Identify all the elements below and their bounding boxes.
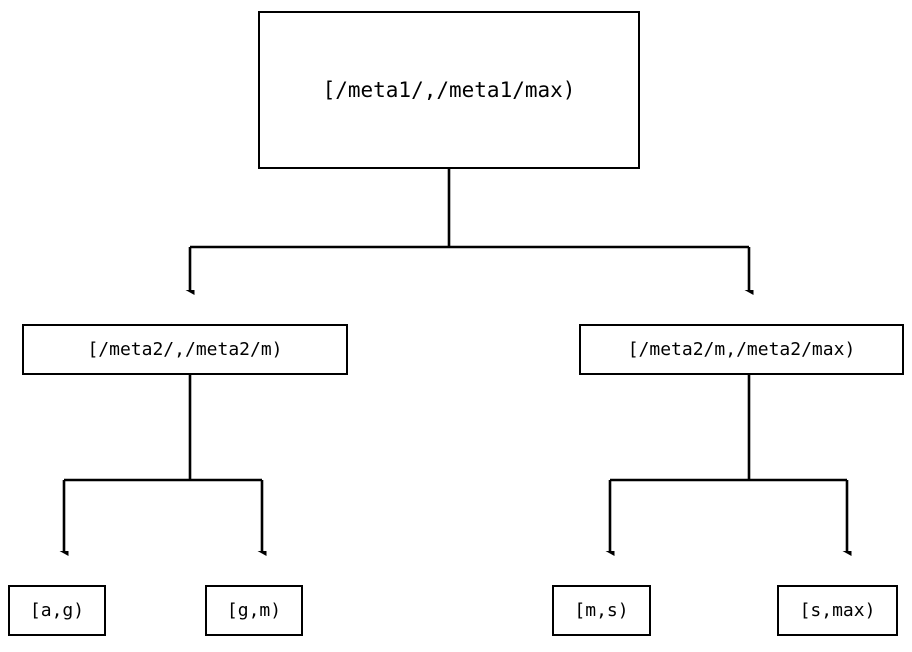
tree-node-root-label: [/meta1/,/meta1/max)	[322, 77, 576, 102]
tree-node-leaf-3-label: [m,s)	[574, 599, 629, 621]
tree-node-mid-right[interactable]: [/meta2/m,/meta2/max)	[579, 324, 904, 375]
tree-node-leaf-3[interactable]: [m,s)	[552, 585, 651, 636]
tree-node-leaf-2-label: [g,m)	[226, 599, 282, 621]
tree-node-mid-right-label: [/meta2/m,/meta2/max)	[627, 338, 856, 360]
tree-node-leaf-4-label: [s,max)	[799, 599, 876, 621]
tree-node-mid-left[interactable]: [/meta2/,/meta2/m)	[22, 324, 348, 375]
tree-node-leaf-2[interactable]: [g,m)	[205, 585, 303, 636]
tree-node-leaf-1[interactable]: [a,g)	[8, 585, 106, 636]
tree-node-leaf-1-label: [a,g)	[29, 599, 85, 621]
tree-node-leaf-4[interactable]: [s,max)	[777, 585, 898, 636]
tree-node-root[interactable]: [/meta1/,/meta1/max)	[258, 11, 640, 169]
tree-node-mid-left-label: [/meta2/,/meta2/m)	[87, 338, 283, 360]
